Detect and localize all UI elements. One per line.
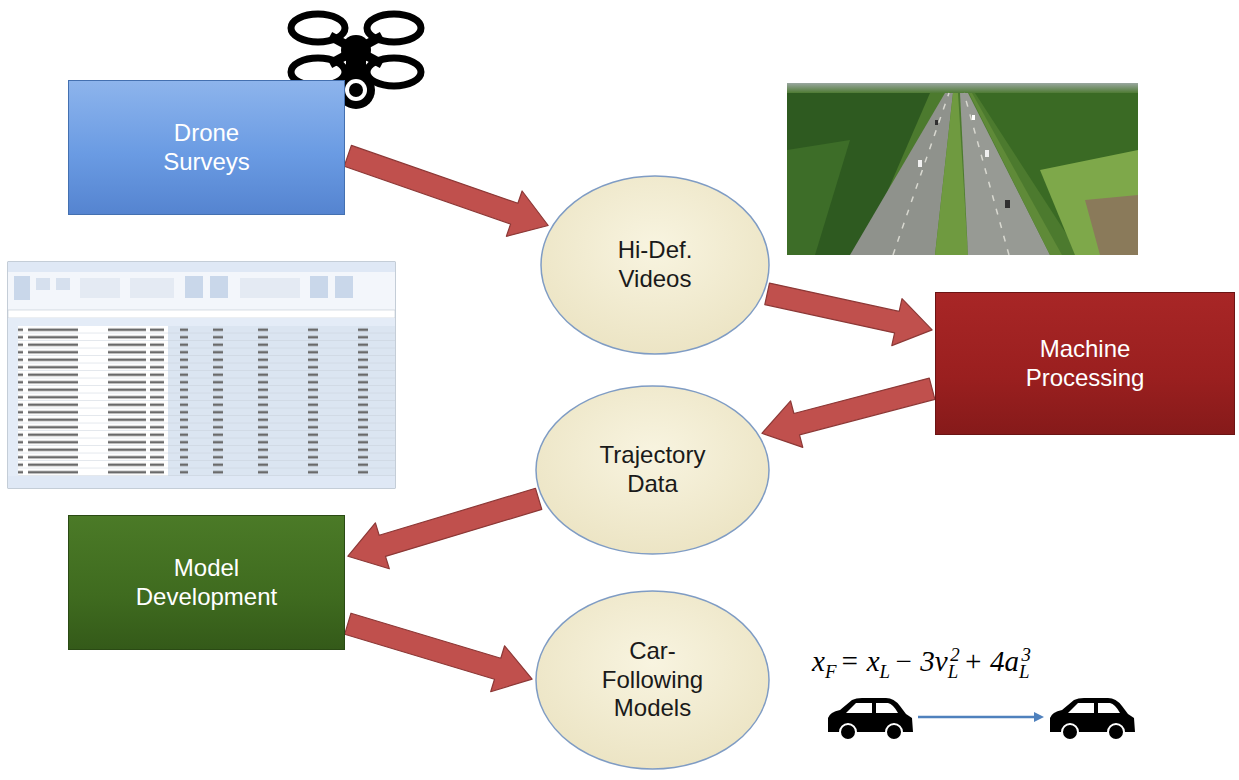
ellipse-shape <box>541 176 769 354</box>
flow-arrow <box>348 488 542 569</box>
node-label: Drone Surveys <box>132 119 282 177</box>
data-ellipse: Trajectory Data <box>535 385 770 555</box>
process-box: Model Development <box>68 515 345 650</box>
node-label: Car- Following Models <box>593 637 713 723</box>
ellipse-shape <box>536 591 769 769</box>
ellipse-shape <box>536 386 769 554</box>
equation-term: 2 <box>950 644 959 666</box>
equation: xF= xL− 3vL2+ 4aL3 <box>812 644 1031 683</box>
equation-term: = x <box>840 645 880 678</box>
flow-arrow <box>344 145 548 236</box>
equation-term: 3 <box>1022 644 1031 666</box>
equation-term: x <box>812 645 825 678</box>
process-box: Drone Surveys <box>68 80 345 215</box>
equation-term: − 3v <box>894 645 948 678</box>
data-ellipse: Hi-Def. Videos <box>540 175 770 355</box>
node-text-group: Machine Processing <box>1010 335 1160 393</box>
node-label: Machine Processing <box>1010 335 1160 393</box>
flow-arrow <box>762 378 935 447</box>
data-ellipse: Car- Following Models <box>535 590 770 770</box>
node-text-group: Trajectory Data <box>590 441 715 499</box>
node-label: Model Development <box>122 554 292 612</box>
equation-term: + 4a <box>963 645 1019 678</box>
process-box: Machine Processing <box>935 292 1235 435</box>
flow-arrow <box>765 283 932 346</box>
node-label: Hi-Def. Videos <box>600 236 710 294</box>
node-text-group: Drone Surveys <box>132 119 282 177</box>
node-text-group: Car- Following Models <box>593 637 713 723</box>
node-text-group: Model Development <box>122 554 292 612</box>
equation-term: L <box>880 661 890 683</box>
node-label: Trajectory Data <box>590 441 715 499</box>
flow-arrow <box>345 613 532 692</box>
node-text-group: Hi-Def. Videos <box>600 236 710 294</box>
equation-term: F <box>825 661 837 683</box>
